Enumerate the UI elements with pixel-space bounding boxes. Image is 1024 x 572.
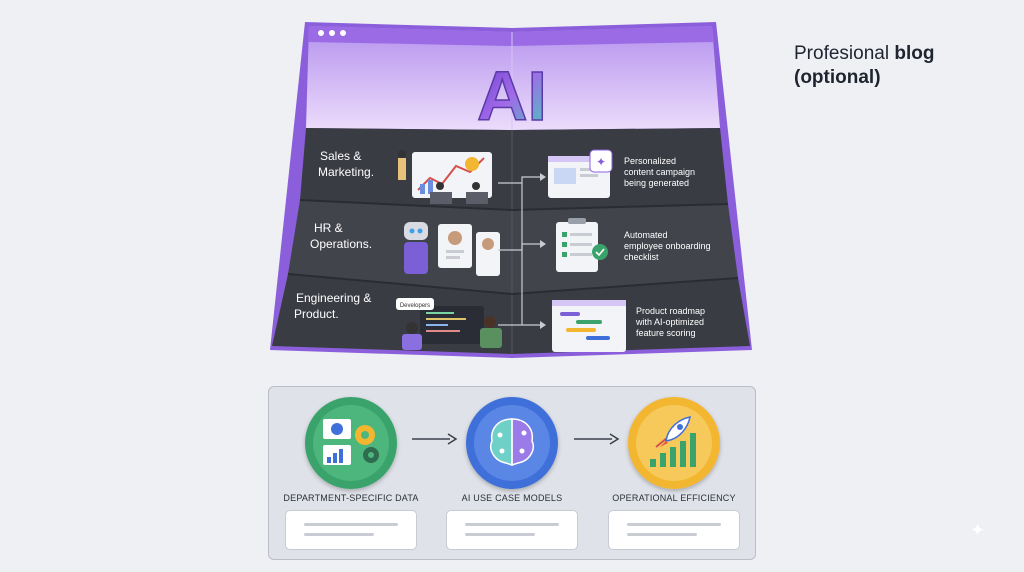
arrow-head-icon [540,173,546,181]
developers-badge: Developers [400,303,430,309]
row-label-eng: Engineering & Product. [294,291,375,321]
arrow-head-icon [540,240,546,248]
hr-robot-illustration [404,222,500,276]
row-connectors [498,176,540,326]
window-dot-icon [340,30,346,36]
row-panel-hr [288,200,738,294]
engineering-developers-illustration: Developers [396,298,502,350]
step-circle-models [466,397,558,489]
flow-arrow-icon [412,433,458,445]
window-dot-icon [329,30,335,36]
ai-logo-text: AI [477,57,547,135]
browser-top-panel [306,26,720,130]
output-text-hr: Automated employee onboarding checklist [624,230,713,262]
content-campaign-illustration: ✦ [548,149,613,198]
step-circle-efficiency [628,397,720,489]
row-label-sales: Sales & Marketing. [318,149,374,179]
onboarding-checklist-illustration [556,218,608,272]
check-icon [592,244,608,260]
output-text-eng: Product roadmap with AI-optimized featur… [635,306,708,338]
sparkle-icon: ✦ [970,520,986,540]
corner-subtitle: (optional) [794,67,881,88]
corner-title: Profesional blog (optional) [794,42,934,90]
placeholder-card [446,510,578,550]
corner-title-regular: Profesional [794,43,895,64]
row-label-hr: HR & Operations. [310,221,372,251]
step-label-data: DEPARTMENT-SPECIFIC DATA [283,493,419,503]
data-gears-icon [305,397,397,489]
product-roadmap-illustration [552,300,626,352]
step-label-models: AI USE CASE MODELS [461,493,563,503]
brain-circuit-icon [466,397,558,489]
arrow-head-icon [540,321,546,329]
placeholder-card [608,510,740,550]
row-panel-eng [272,274,750,354]
ai-brochure-illustration: AI Sales & Marketing. HR & Operations. E… [270,22,752,358]
corner-title-bold: blog [894,43,935,64]
step-circle-data [305,397,397,489]
rocket-growth-icon [628,397,720,489]
output-text-sales: Personalized content campaign being gene… [624,156,698,188]
placeholder-card [285,510,417,550]
window-dot-icon [318,30,324,36]
flow-arrow-icon [574,433,620,445]
step-label-efficiency: OPERATIONAL EFFICIENCY [612,493,736,503]
sales-presentation-illustration [398,150,492,204]
row-panel-sales [300,128,728,210]
sparkle-icon: ✦ [596,155,606,169]
